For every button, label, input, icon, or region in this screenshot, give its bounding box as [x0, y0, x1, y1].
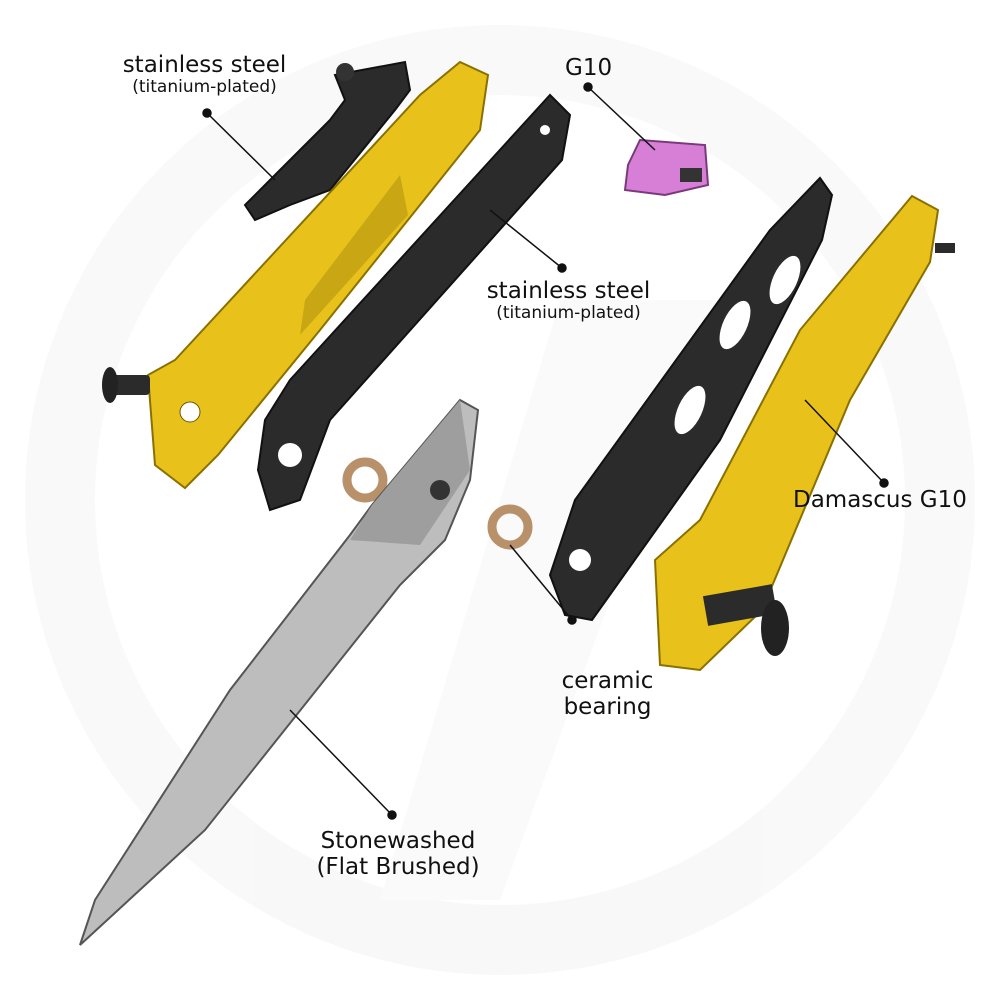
- label-liner: stainless steel (titanium-plated): [486, 278, 651, 324]
- backspacer: [623, 138, 710, 197]
- label-text: ceramic: [561, 668, 654, 694]
- left-liner: [256, 93, 572, 512]
- label-text: Stonewashed: [320, 828, 476, 854]
- label-text: (Flat Brushed): [316, 854, 480, 881]
- scale-cutout: [300, 175, 408, 335]
- pocket-clip: [243, 60, 412, 222]
- label-subtext: (titanium-plated): [132, 77, 277, 98]
- label-scale: Damascus G10: [793, 487, 967, 513]
- label-backspacer: G10: [565, 55, 613, 81]
- pivot-screw-right: [702, 584, 778, 626]
- label-text: stainless steel: [486, 278, 651, 304]
- clip-screw: [336, 63, 354, 81]
- label-text: stainless steel: [122, 52, 287, 78]
- right-handle-scale: [653, 194, 940, 672]
- scale-hole: [179, 401, 201, 423]
- left-handle-scale: [146, 60, 490, 490]
- label-clip: stainless steel (titanium-plated): [122, 52, 287, 98]
- label-subtext: (titanium-plated): [496, 303, 641, 324]
- label-blade: Stonewashed (Flat Brushed): [312, 828, 484, 881]
- bearing-left: [342, 457, 388, 503]
- label-text: bearing: [563, 694, 652, 721]
- stop-pin: [430, 480, 450, 500]
- label-bearing: ceramic bearing: [560, 668, 655, 721]
- back-screw: [935, 243, 955, 253]
- leader-lines: [202, 82, 889, 820]
